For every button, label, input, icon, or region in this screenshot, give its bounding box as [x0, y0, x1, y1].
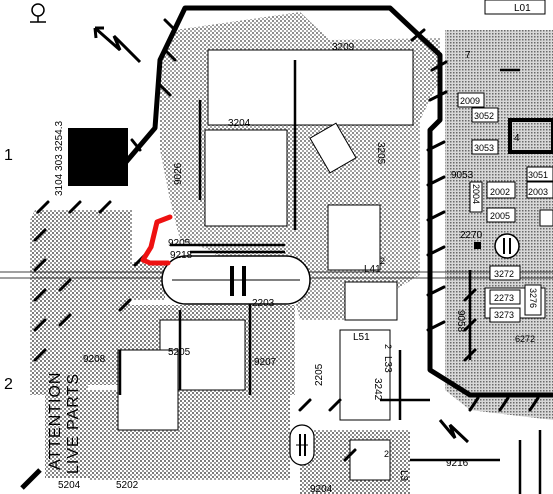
label-3053: 3053 [474, 143, 494, 153]
label-9216: 9216 [446, 458, 469, 469]
marker-4: 4 [514, 133, 520, 144]
isolation-ticks [33, 18, 540, 462]
capacitor-2203 [161, 255, 311, 305]
label-3276: 3276 [528, 288, 538, 308]
label-2004: 2004 [471, 184, 481, 204]
red-highlight-mark [140, 214, 173, 266]
label-3204: 3204 [228, 118, 251, 129]
label-9026: 9026 [173, 162, 184, 185]
label-9205: 9205 [168, 238, 191, 249]
heatsink-pad [68, 128, 128, 186]
label-2003: 2003 [528, 187, 548, 197]
label-9058: 9058 [455, 310, 466, 333]
capacitor-2270 [474, 233, 520, 259]
board-code: 3104 303 3254.3 [54, 120, 65, 196]
label-9218: 9218 [170, 250, 193, 261]
label-3052: 3052 [474, 111, 494, 121]
label-L3-pin: 2 [384, 449, 389, 459]
label-L41: L41 [364, 264, 381, 275]
label-2203: 2203 [252, 298, 275, 309]
label-L33-pin: 2 [383, 344, 393, 349]
component-regions [117, 49, 546, 481]
label-9204: 9204 [310, 484, 333, 494]
label-2273: 2273 [494, 293, 514, 303]
label-3051: 3051 [528, 170, 548, 180]
warning-arrows [93, 26, 470, 444]
label-2205: 2205 [314, 363, 325, 386]
label-2009: 2009 [460, 96, 480, 106]
smd-parts [457, 0, 553, 323]
grid-row-2: 2 [4, 376, 13, 393]
label-5204: 5204 [58, 480, 81, 491]
label-3242: 3242 [372, 378, 383, 401]
label-6272: 6272 [515, 334, 535, 344]
label-2002: 2002 [490, 187, 510, 197]
label-5202: 5202 [116, 480, 139, 491]
label-L01: L01 [514, 3, 531, 14]
label-3209: 3209 [332, 42, 355, 53]
warning-line-2: LIVE PARTS [65, 373, 82, 474]
label-L41-pin: 2 [380, 256, 385, 266]
labels: 3209 3204 3205 9026 9205 9218 2203 5205 … [4, 3, 548, 494]
label-9053: 9053 [451, 170, 474, 181]
label-5205: 5205 [168, 347, 191, 358]
isolation-contour [20, 5, 553, 490]
capacitor-2205 [289, 424, 315, 466]
label-3205: 3205 [375, 142, 386, 165]
label-9207: 9207 [254, 357, 277, 368]
label-3273: 3273 [494, 310, 514, 320]
component-box-4 [508, 118, 553, 154]
label-L33: L33 [382, 356, 393, 373]
label-3272: 3272 [494, 269, 514, 279]
grid-row-1: 1 [4, 147, 13, 164]
warning-line-1: ATTENTION [47, 372, 64, 470]
marker-7: 7 [465, 50, 471, 61]
label-2005: 2005 [490, 211, 510, 221]
label-2270: 2270 [460, 230, 483, 241]
label-L51: L51 [353, 332, 370, 343]
traces [118, 60, 542, 494]
ground-symbol [30, 3, 46, 23]
label-9208: 9208 [83, 354, 106, 365]
label-L3: L3 [398, 470, 409, 482]
